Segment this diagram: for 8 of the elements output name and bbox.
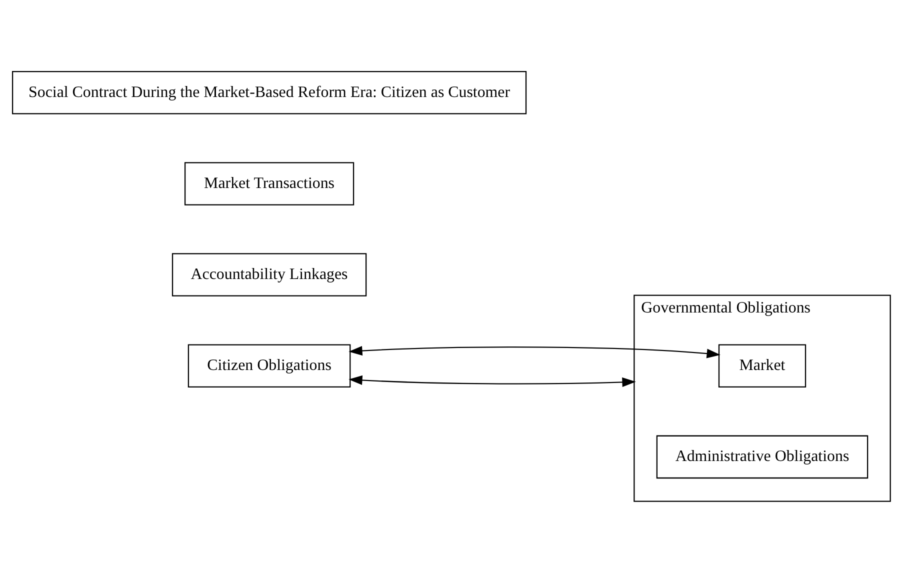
arrow xyxy=(348,346,720,358)
node-box: Social Contract During the Market-Based Reform Era: Citizen as Customer xyxy=(12,70,527,114)
node-box: Citizen Obligations xyxy=(188,344,351,388)
node-box: Market xyxy=(718,344,806,388)
node-box: Accountability Linkages xyxy=(172,253,367,296)
node-box: Market Transactions xyxy=(184,162,354,206)
node-box: Administrative Obligations xyxy=(656,435,868,479)
arrow xyxy=(348,375,636,387)
